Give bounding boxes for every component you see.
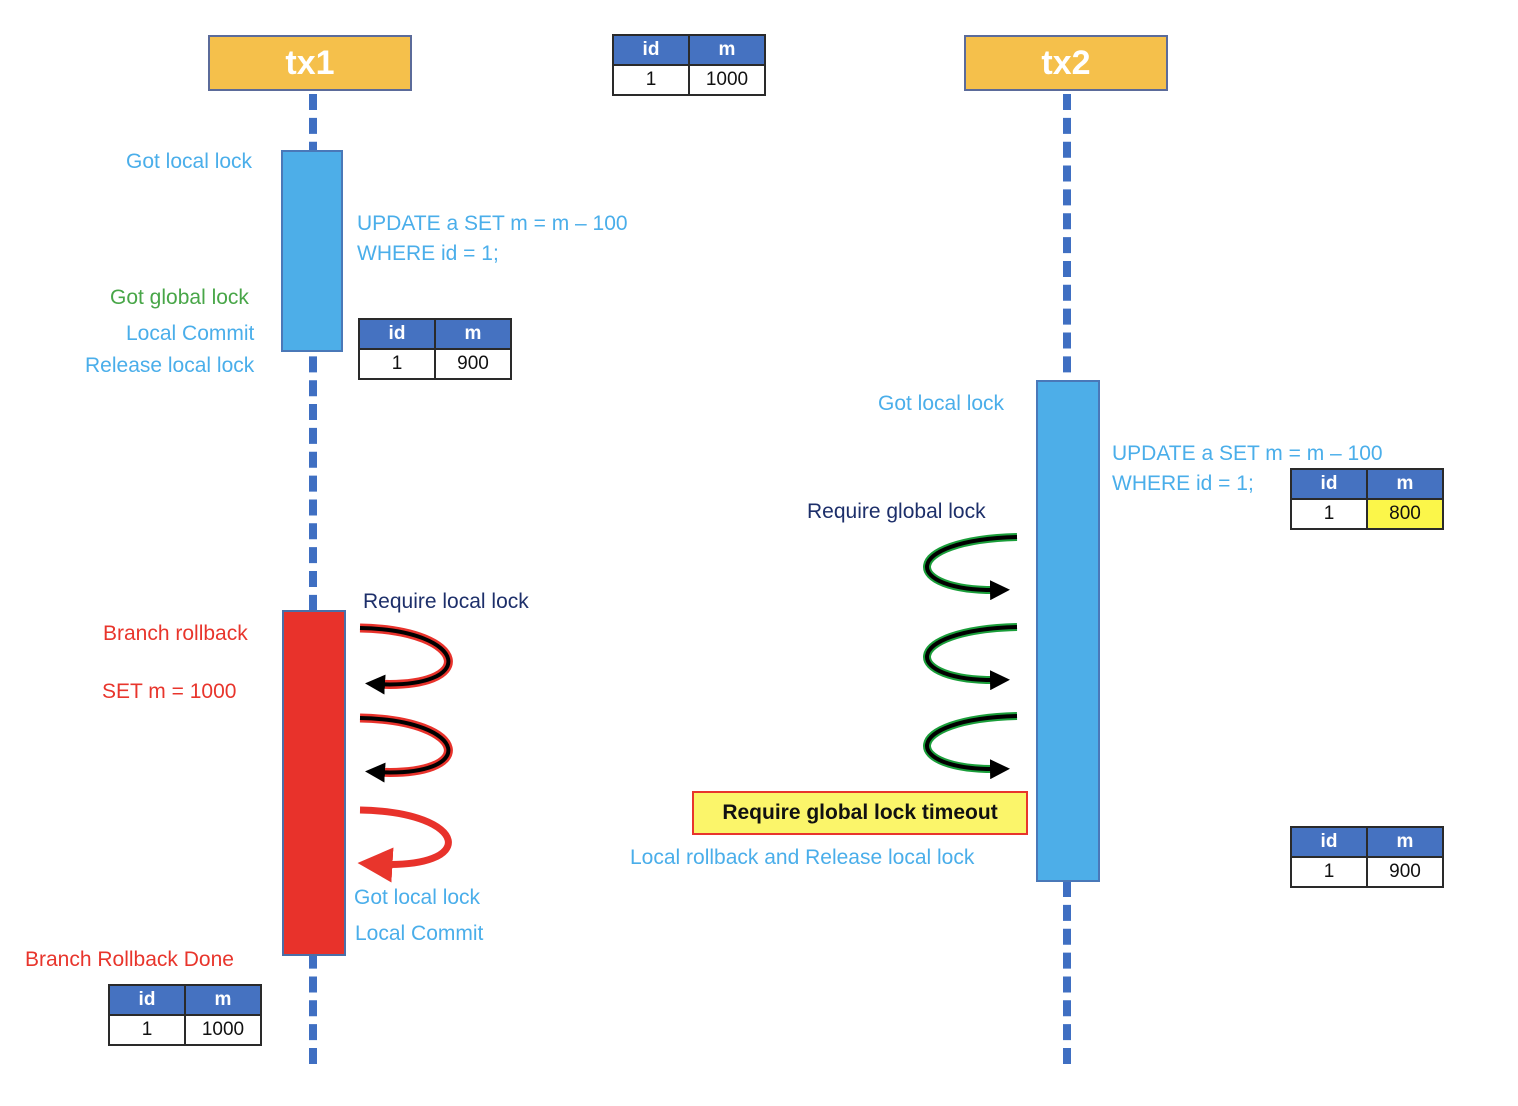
tx1-release-local-lock-label: Release local lock xyxy=(85,354,255,377)
cell-id: 1 xyxy=(358,348,436,380)
tx1-require-local-lock-label: Require local lock xyxy=(363,590,529,613)
col-id-header: id xyxy=(108,984,186,1016)
cell-m: 900 xyxy=(434,348,512,380)
tx1-got-local-lock-label: Got local lock xyxy=(126,150,253,173)
tx1-got-global-lock-label: Got global lock xyxy=(110,286,249,309)
tx1-lifeline xyxy=(309,94,317,1064)
col-id-header: id xyxy=(358,318,436,350)
tx1-local-commit-2-label: Local Commit xyxy=(355,922,484,945)
tx2-retry-arrow-1 xyxy=(923,533,1018,601)
tx2-local-rollback-label: Local rollback and Release local lock xyxy=(630,846,975,869)
tx1-branch-rollback-done-label: Branch Rollback Done xyxy=(25,948,234,971)
tx2-retry-arrow-2 xyxy=(923,623,1018,691)
col-id-header: id xyxy=(1290,468,1368,500)
tx1-retry-arrow-3 xyxy=(357,806,452,883)
tx1-title: tx1 xyxy=(285,43,335,82)
tx1-set-m-label: SET m = 1000 xyxy=(102,680,237,703)
tx2-timeout-label: Require global lock timeout xyxy=(722,801,998,824)
tx1-update-line2: WHERE id = 1; xyxy=(357,242,499,265)
col-m-header: m xyxy=(184,984,262,1016)
col-id-header: id xyxy=(1290,826,1368,858)
cell-id: 1 xyxy=(1290,856,1368,888)
tx2-update-line1: UPDATE a SET m = m – 100 xyxy=(1112,442,1383,465)
tx2-require-global-lock-label: Require global lock xyxy=(807,500,986,523)
tx1-update-line1: UPDATE a SET m = m – 100 xyxy=(357,212,628,235)
tx2-retry-arrow-3 xyxy=(923,712,1018,780)
tx1-local-commit-label: Local Commit xyxy=(126,322,255,345)
cell-m: 900 xyxy=(1366,856,1444,888)
cell-m: 1000 xyxy=(688,64,766,96)
tx1-retry-arrow-1 xyxy=(359,623,453,695)
cell-m: 1000 xyxy=(184,1014,262,1046)
tx2-title: tx2 xyxy=(1041,43,1091,82)
tx2-timeout-box: Require global lock timeout xyxy=(692,791,1028,835)
tx1-got-local-lock-2-label: Got local lock xyxy=(354,886,481,909)
tx1-branch-rollback-label: Branch rollback xyxy=(103,622,248,645)
tx1-rollback-bar xyxy=(282,610,346,956)
cell-m-highlighted: 800 xyxy=(1366,498,1444,530)
tx2-header: tx2 xyxy=(964,35,1168,91)
col-m-header: m xyxy=(1366,826,1444,858)
cell-id: 1 xyxy=(1290,498,1368,530)
col-m-header: m xyxy=(688,34,766,66)
col-id-header: id xyxy=(612,34,690,66)
col-m-header: m xyxy=(434,318,512,350)
tx1-update-bar xyxy=(281,150,343,352)
tx2-update-bar xyxy=(1036,380,1100,882)
tx1-header: tx1 xyxy=(208,35,412,91)
tx2-got-local-lock-label: Got local lock xyxy=(878,392,1005,415)
cell-id: 1 xyxy=(612,64,690,96)
col-m-header: m xyxy=(1366,468,1444,500)
tx1-retry-arrow-2 xyxy=(359,713,453,783)
tx2-update-line2: WHERE id = 1; xyxy=(1112,472,1254,495)
cell-id: 1 xyxy=(108,1014,186,1046)
